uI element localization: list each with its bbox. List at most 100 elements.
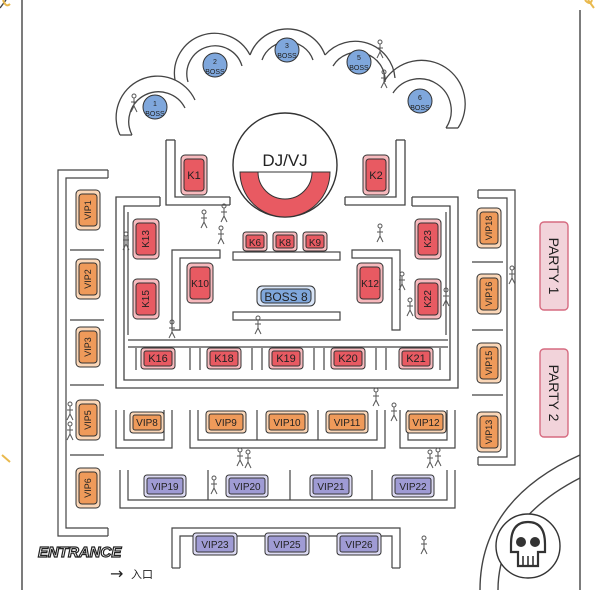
svg-text:K23: K23 [423,230,434,248]
table-vip8[interactable]: VIP8 [129,411,165,434]
table-vip12[interactable]: VIP12 [405,410,447,434]
right-vip-walls [472,189,516,466]
svg-text:VIP13: VIP13 [484,420,494,445]
svg-text:K16: K16 [148,353,168,365]
table-vip19[interactable]: VIP19 [143,474,187,498]
person-icon [376,223,384,243]
svg-text:K1: K1 [187,170,200,182]
table-vip15[interactable]: VIP15 [476,342,502,384]
arrow-right-icon: → [110,564,123,583]
table-vip11[interactable]: VIP11 [325,410,369,434]
svg-text:PARTY 1: PARTY 1 [546,238,562,295]
table-vip9[interactable]: VIP9 [205,410,247,434]
svg-text:BOSS: BOSS [205,69,225,76]
table-k13[interactable]: K13 [132,218,160,260]
boss-booth-1[interactable]: 1 BOSS [142,94,168,120]
svg-text:PARTY 2: PARTY 2 [546,365,562,422]
table-k12[interactable]: K12 [356,262,384,304]
svg-text:VIP8: VIP8 [136,418,158,429]
table-vip22[interactable]: VIP22 [391,474,435,498]
person-icon [122,231,130,251]
vip-purple-walls [119,470,456,509]
party-room-2[interactable]: PARTY 2 [539,348,569,438]
table-vip3[interactable]: VIP3 [75,326,101,368]
party-room-1[interactable]: PARTY 1 [539,221,569,311]
table-k23[interactable]: K23 [414,218,442,260]
svg-text:VIP21: VIP21 [317,482,345,493]
svg-text:VIP19: VIP19 [151,482,179,493]
person-icon [390,402,398,422]
entrance-title: ENTRANCE [38,544,122,561]
person-icon [372,387,380,407]
table-vip10[interactable]: VIP10 [265,410,309,434]
svg-text:VIP10: VIP10 [273,418,301,429]
table-vip5[interactable]: VIP5 [75,399,101,441]
svg-text:K22: K22 [423,290,434,308]
svg-text:K18: K18 [214,353,234,365]
table-vip23[interactable]: VIP23 [192,532,238,556]
svg-text:K9: K9 [309,238,322,249]
table-vip21[interactable]: VIP21 [309,474,353,498]
table-k8[interactable]: K8 [272,231,298,252]
table-k9[interactable]: K9 [302,231,328,252]
table-vip20[interactable]: VIP20 [225,474,269,498]
table-k6[interactable]: K6 [242,231,268,252]
svg-text:VIP22: VIP22 [399,482,427,493]
entrance-sub: 入口 [131,568,153,581]
svg-text:VIP12: VIP12 [412,418,440,429]
table-vip6[interactable]: VIP6 [75,467,101,509]
svg-text:VIP26: VIP26 [345,540,373,551]
svg-text:K10: K10 [191,279,209,290]
svg-text:K19: K19 [276,353,296,365]
table-k10[interactable]: K10 [186,262,214,304]
person-icon [244,449,252,469]
table-k2[interactable]: K2 [362,154,390,196]
svg-text:2: 2 [213,59,217,66]
svg-text:VIP20: VIP20 [233,482,261,493]
table-boss8[interactable]: BOSS 8 [256,285,316,307]
svg-text:VIP25: VIP25 [273,540,301,551]
entrance-label[interactable]: ENTRANCE → 入口 [37,543,153,583]
person-icon [130,93,138,113]
svg-text:VIP5: VIP5 [83,410,93,430]
table-vip18[interactable]: VIP18 [476,207,502,249]
table-k18[interactable]: K18 [206,347,242,370]
table-vip26[interactable]: VIP26 [336,532,382,556]
person-icon [217,225,225,245]
svg-text:3: 3 [285,43,289,50]
svg-text:5: 5 [357,55,361,62]
table-k15[interactable]: K15 [132,278,160,320]
svg-text:K8: K8 [279,238,292,249]
table-k22[interactable]: K22 [414,278,442,320]
table-k21[interactable]: K21 [398,347,434,370]
left-vip-walls [57,169,109,537]
boss-booth-6[interactable]: 6 BOSS [407,88,433,114]
table-vip13[interactable]: VIP13 [476,411,502,453]
person-icon [442,287,450,307]
table-vip2[interactable]: VIP2 [75,258,101,300]
table-vip1[interactable]: VIP1 [75,189,101,231]
table-k1[interactable]: K1 [180,154,208,196]
k-side-walls [127,212,447,335]
svg-text:BOSS: BOSS [277,53,297,60]
svg-text:VIP16: VIP16 [484,282,494,307]
svg-text:BOSS: BOSS [145,111,165,118]
stage-label: DJ/VJ [262,151,307,170]
svg-text:VIP6: VIP6 [83,478,93,498]
table-vip25[interactable]: VIP25 [264,532,310,556]
boss-booth-2[interactable]: 2 BOSS [202,52,228,78]
boss-booth-5[interactable]: 5 BOSS [346,49,372,75]
svg-text:VIP23: VIP23 [201,540,229,551]
table-k16[interactable]: K16 [140,347,176,370]
person-icon [420,535,428,555]
person-icon [376,39,384,59]
svg-text:VIP11: VIP11 [334,418,361,429]
svg-text:K20: K20 [338,353,358,365]
svg-text:VIP2: VIP2 [83,269,93,289]
table-k20[interactable]: K20 [330,347,366,370]
boss-booth-3[interactable]: 3 BOSS [274,37,300,63]
table-k19[interactable]: K19 [268,347,304,370]
table-vip16[interactable]: VIP16 [476,273,502,315]
